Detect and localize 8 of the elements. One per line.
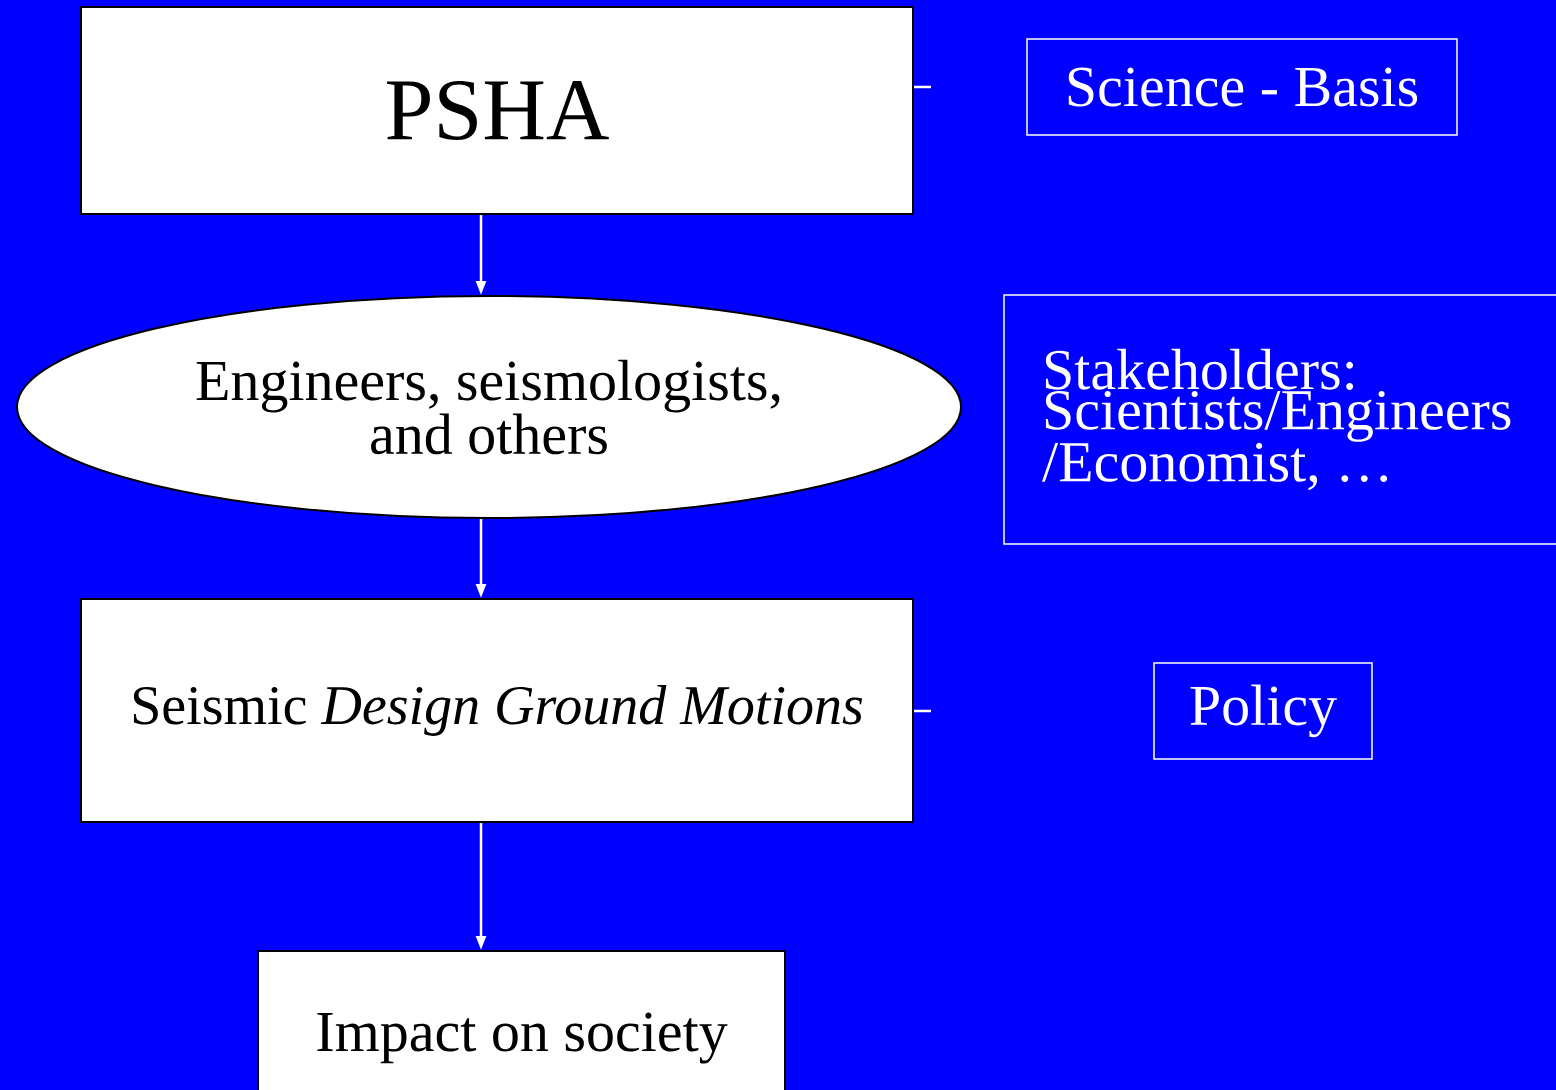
label-box: Policy — [1153, 662, 1373, 760]
tick-line — [914, 709, 931, 713]
process-box: Impact on society — [257, 950, 786, 1090]
process-box: PSHA — [80, 6, 914, 215]
label-box: Science - Basis — [1026, 38, 1458, 136]
label-box: Stakeholders: Scientists/Engineers /Economist, … — [1003, 294, 1556, 545]
process-box: Seismic Design Ground Motions — [80, 598, 914, 823]
tick-line — [914, 85, 931, 89]
